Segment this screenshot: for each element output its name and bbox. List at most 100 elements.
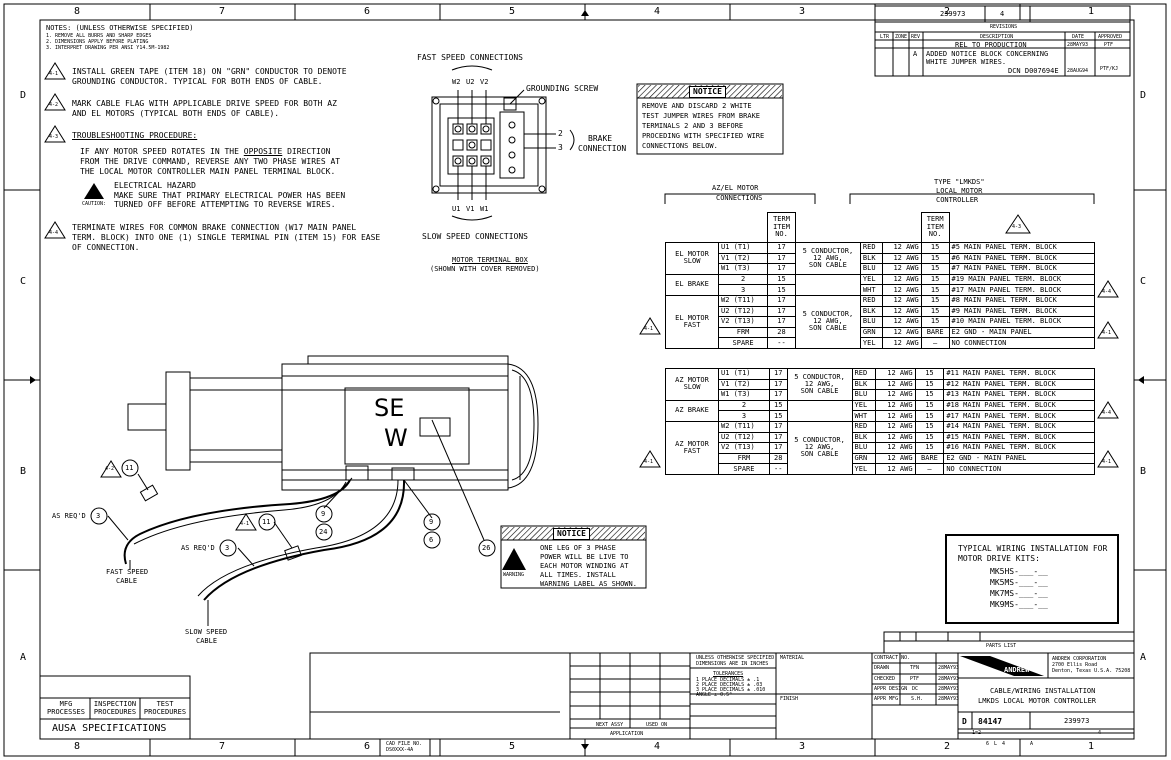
- cell-dest: #17 MAIN PANEL TERM. BLOCK: [948, 284, 1095, 296]
- tag-4-1-az-left: 4-1: [644, 459, 654, 465]
- cell-color: YEL: [859, 273, 884, 286]
- cable-desc-b: 12 AWG,: [804, 443, 835, 452]
- hdr-type-line-1: TYPE "LMKDS": [934, 178, 985, 186]
- fast-term-v2: V2: [480, 78, 489, 86]
- slow-speed-title: SLOW SPEED CONNECTIONS: [422, 232, 528, 241]
- cell-lead: 2: [718, 399, 770, 412]
- tag-4-4-az: 4-4: [1102, 410, 1112, 416]
- cell-awg: 12 AWG: [874, 389, 916, 401]
- cell-awg: 12 AWG: [882, 316, 922, 328]
- balloon-11a: 11: [125, 464, 134, 472]
- notice-box-1: [636, 83, 784, 155]
- note-3-line-2: FROM THE DRIVE COMMAND, REVERSE ANY TWO …: [80, 157, 341, 166]
- el-group-slow: EL MOTOR SLOW: [665, 242, 719, 275]
- appr-name-3: PTF: [910, 676, 920, 682]
- rev-row-1-desc: REL TO PRODUCTION: [955, 41, 1027, 49]
- el-hdr-term-1: TERM: [773, 215, 790, 224]
- rev-sheet: 4: [1000, 10, 1005, 18]
- cell-dest: #10 MAIN PANEL TERM. BLOCK: [948, 316, 1095, 328]
- zone-top-7: 7: [219, 6, 226, 17]
- cell-awg: 12 AWG: [874, 442, 916, 454]
- cell-item: —: [914, 463, 945, 475]
- zone-arrow-bottom: [581, 744, 589, 750]
- cell-color: GRN: [851, 452, 876, 465]
- note-3-post: DIRECTION: [282, 147, 331, 156]
- cell-lead: 3: [718, 410, 770, 422]
- note-2-line-2: AND EL MOTORS (TYPICAL BOTH ENDS OF CABL…: [72, 109, 280, 118]
- cell-term: 17: [768, 389, 788, 401]
- notice-2-line-3: EACH MOTOR WINDING AT: [540, 562, 629, 570]
- cable-desc-a: 5 CONDUCTOR,: [802, 246, 854, 255]
- unless-1: UNLESS OTHERWISE SPECIFIED: [696, 655, 775, 661]
- appr-date-2: 28MAY93: [938, 665, 960, 671]
- cell-lead: U1 (T1): [718, 368, 770, 380]
- tag-4-1-az: 4-1: [1102, 459, 1112, 465]
- kit-item: MK5MS-___-__: [990, 578, 1048, 587]
- rev-row-1-date: 28MAY93: [1067, 42, 1089, 48]
- cell-color: RED: [859, 294, 884, 307]
- kit-item: MK9MS-___-__: [990, 600, 1048, 609]
- cell-lead: U2 (T12): [717, 305, 769, 318]
- cell-lead: U2 (T12): [718, 431, 770, 444]
- cell-item: 15: [914, 442, 945, 454]
- brake-num-2: 2: [558, 129, 563, 138]
- cell-dest: E2 GND - MAIN PANEL: [948, 326, 1095, 339]
- zone-right-A: A: [1140, 652, 1147, 663]
- cell-lead: 3: [717, 284, 769, 296]
- cell-dest: #15 MAIN PANEL TERM. BLOCK: [943, 431, 1095, 444]
- cell-dest: #9 MAIN PANEL TERM. BLOCK: [948, 305, 1095, 318]
- cell-color: YEL: [859, 337, 884, 349]
- appr-role-3: CHECKED: [874, 676, 896, 682]
- cell-awg: 12 AWG: [874, 410, 916, 422]
- note-3-title: TROUBLESHOOTING PROCEDURE:: [72, 131, 198, 140]
- cell-dest: #19 MAIN PANEL TERM. BLOCK: [948, 273, 1095, 286]
- hazard-title: ELECTRICAL HAZARD: [114, 181, 196, 190]
- balloon-26: 26: [482, 544, 491, 552]
- cell-item: 15: [914, 420, 945, 433]
- cell-color: BLK: [859, 305, 884, 318]
- table-row: EL MOTOR FAST W2 (T11)17 5 CONDUCTOR,12 …: [665, 294, 1095, 349]
- zone-arrow-left: [30, 376, 36, 384]
- cell-dest: E2 GND - MAIN PANEL: [943, 452, 1095, 465]
- cable-desc-c: SON CABLE: [808, 260, 847, 269]
- note-3-pre: IF ANY MOTOR SPEED ROTATES IN THE: [80, 147, 244, 156]
- balloon-11b: 11: [262, 518, 271, 526]
- tag-4-1-el-left: 4-1: [644, 326, 654, 332]
- rev-title: REVISIONS: [990, 24, 1018, 30]
- zone-right-B: B: [1140, 466, 1147, 477]
- cell-lead: V1 (T2): [718, 378, 770, 391]
- note-4-line-3: OF CONNECTION.: [72, 243, 140, 252]
- cable-desc-b: 12 AWG,: [813, 253, 843, 262]
- cell-dest: #7 MAIN PANEL TERM. BLOCK: [948, 263, 1095, 275]
- cell-color: BLK: [851, 431, 876, 444]
- cell-lead: SPARE: [718, 463, 770, 475]
- slow-term-v1: V1: [466, 205, 475, 213]
- company-info-1: ANDREW CORPORATION: [1052, 656, 1107, 662]
- appr-name-5: S.H.: [911, 696, 924, 702]
- cell-item: 15: [914, 378, 945, 391]
- cell-item: 15: [920, 316, 950, 328]
- hdr-type-line-2: LOCAL MOTOR: [936, 187, 983, 195]
- used-on-label: USED ON: [646, 722, 668, 728]
- zone-bottom-3: 3: [799, 741, 806, 752]
- cell-item: 15: [914, 431, 945, 444]
- cell-term: 17: [767, 305, 796, 318]
- notice-1-line-1: REMOVE AND DISCARD 2 WHITE: [642, 102, 752, 110]
- zone-top-2: 2: [944, 6, 951, 17]
- kit-item: MK5HS-___-__: [990, 567, 1048, 576]
- terminal-box-subcaption: (SHOWN WITH COVER REMOVED): [430, 265, 540, 273]
- terminal-box-caption: MOTOR TERMINAL BOX: [452, 256, 528, 264]
- rev-hdr-rev: REV: [911, 34, 921, 40]
- zone-bottom-4: 4: [654, 741, 661, 752]
- company-info-3: Denton, Texas U.S.A. 75208: [1052, 668, 1131, 674]
- sheet-rev-4: A: [1030, 741, 1034, 747]
- cell-term: 17: [768, 431, 788, 444]
- notice-2-line-5: WARNING LABEL AS SHOWN.: [540, 580, 637, 588]
- tag-4-1-motor: 4-1: [240, 521, 250, 527]
- tag-4-2-motor: 4-2: [105, 466, 115, 472]
